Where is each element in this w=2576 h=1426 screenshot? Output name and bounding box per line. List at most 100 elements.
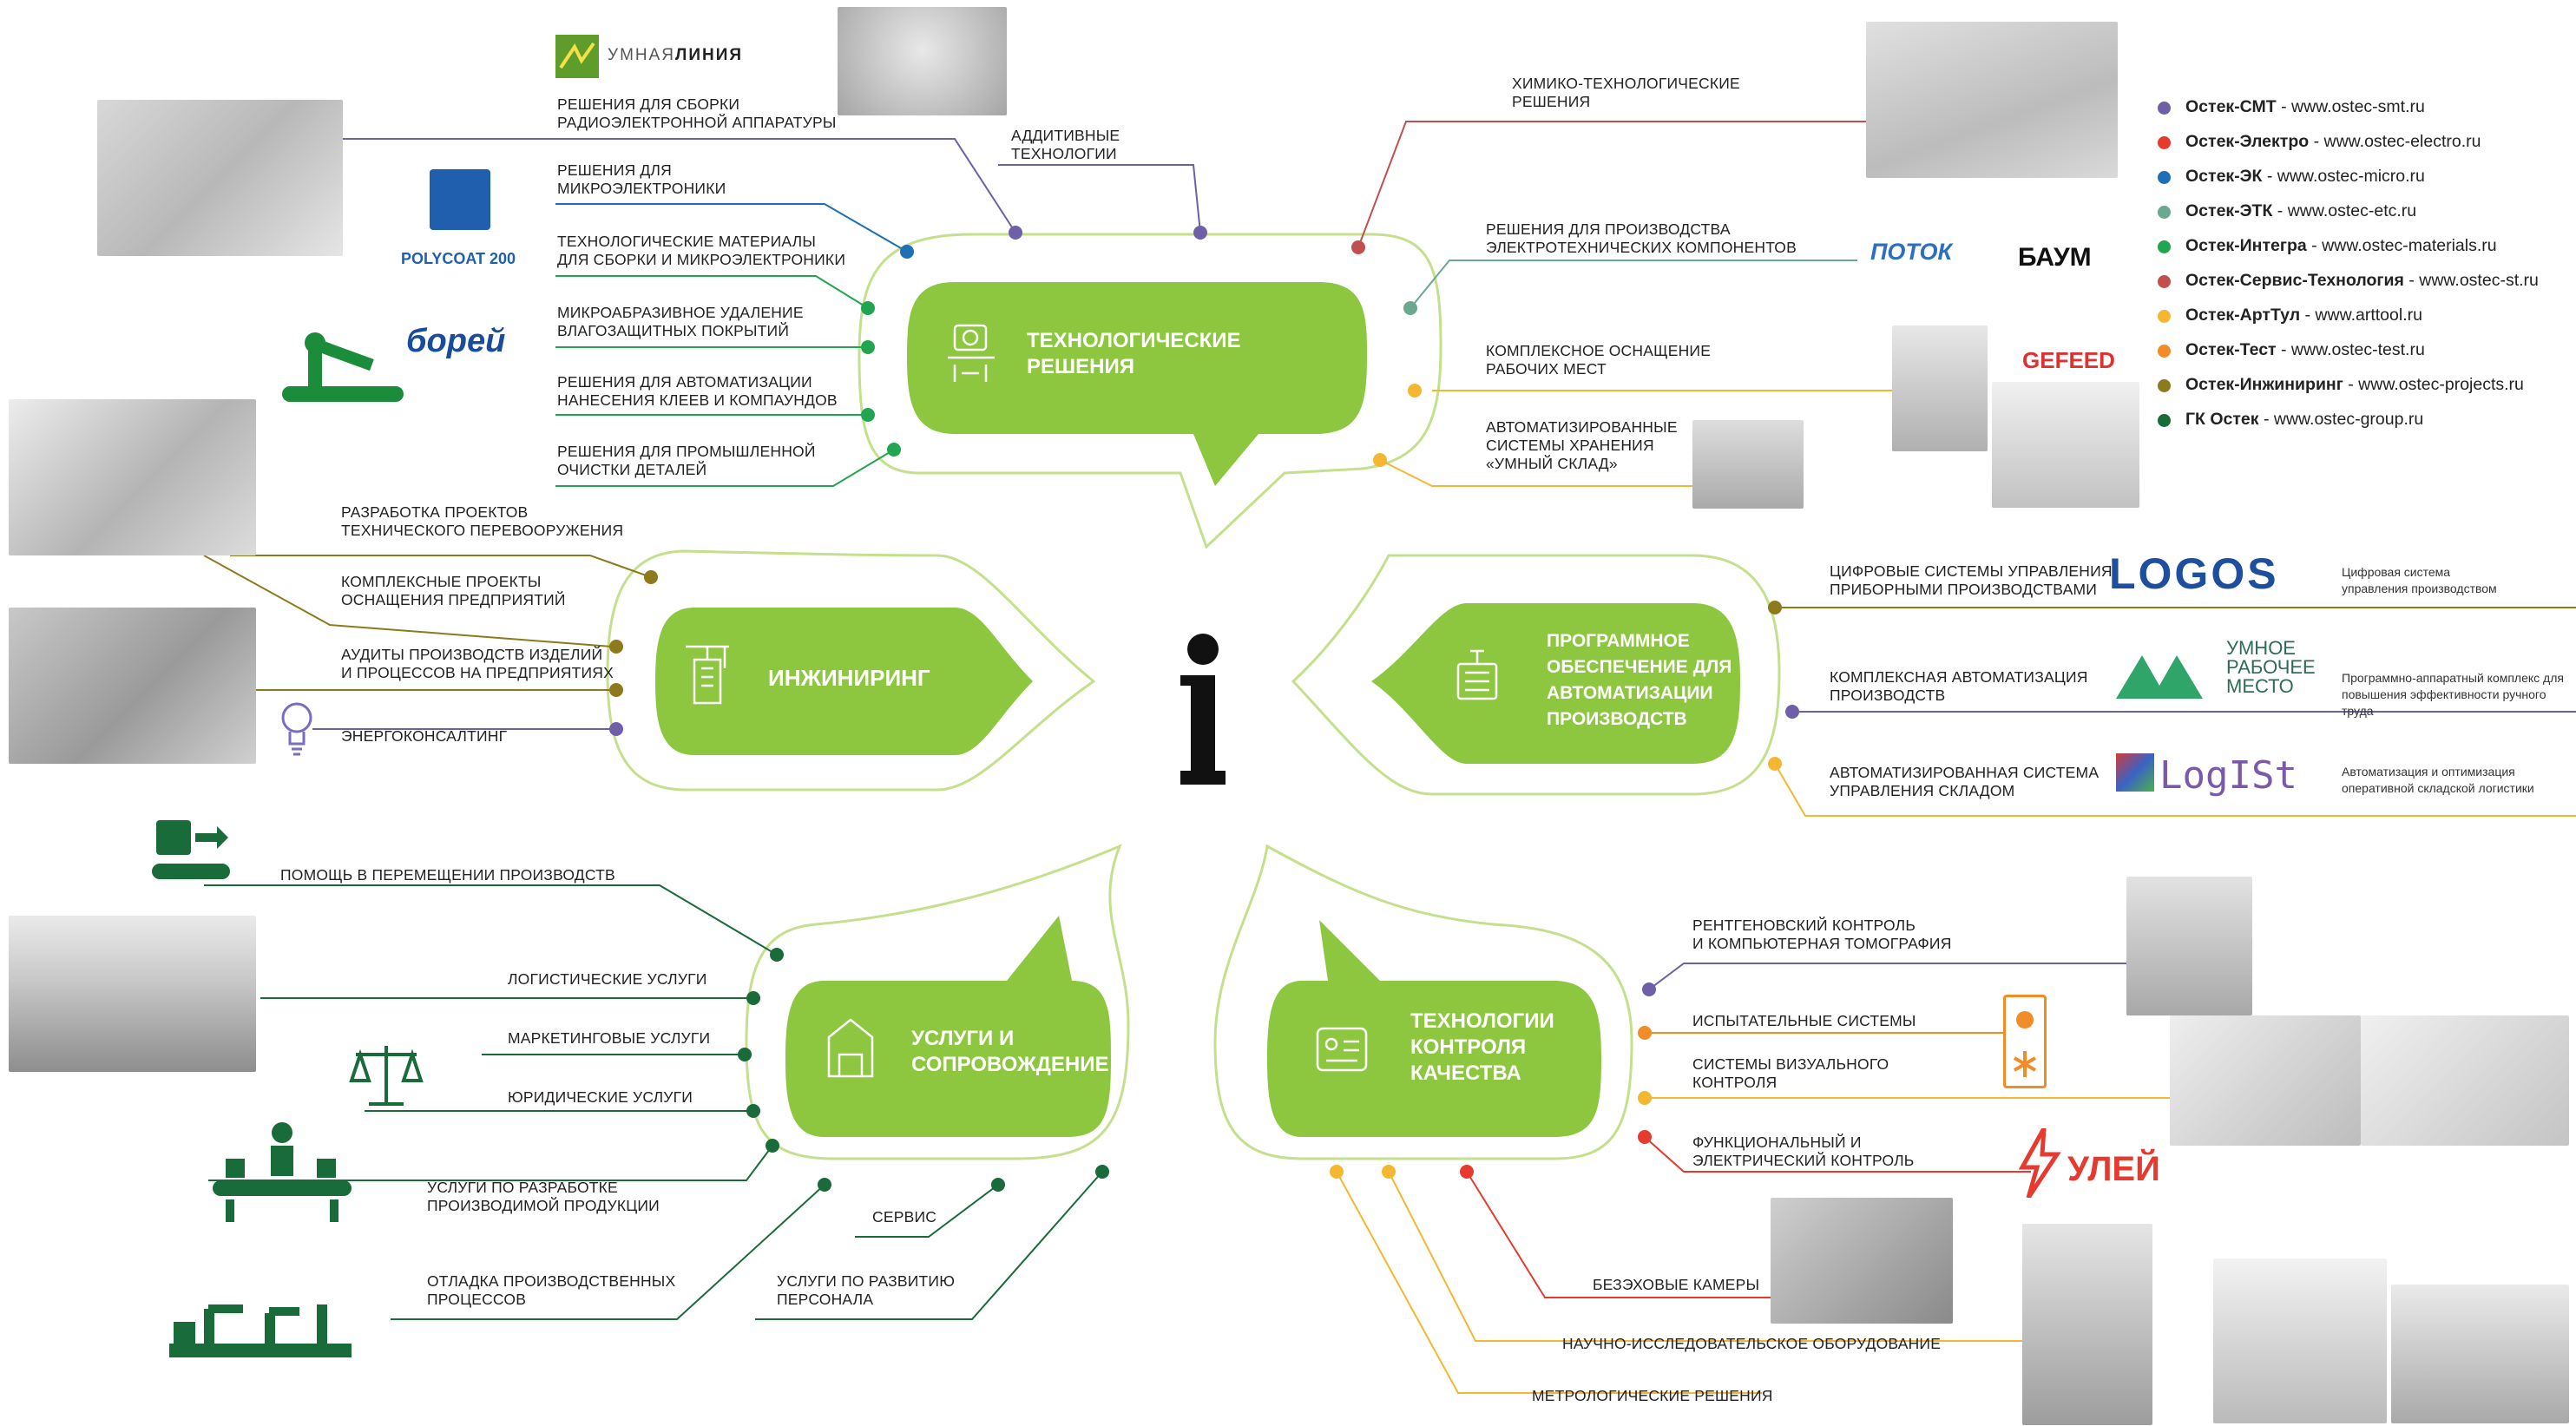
sun-snow-icon bbox=[2003, 995, 2047, 1088]
serv-item-label: УСЛУГИ ПО РАЗРАБОТКЕ ПРОИЗВОДИМОЙ ПРОДУК… bbox=[427, 1179, 660, 1214]
tech-item-label: РЕШЕНИЯ ДЛЯ АВТОМАТИЗАЦИИ НАНЕСЕНИЯ КЛЕЕ… bbox=[557, 373, 838, 409]
lightning-icon bbox=[2018, 1127, 2061, 1199]
tech-item-label: АДДИТИВНЫЕ ТЕХНОЛОГИИ bbox=[1011, 127, 1120, 162]
3d-printer-photo bbox=[838, 7, 1007, 115]
legend-dot-icon bbox=[2158, 310, 2171, 323]
soft-item-label: АВТОМАТИЗИРОВАННАЯ СИСТЕМА УПРАВЛЕНИЯ СК… bbox=[1830, 764, 2100, 799]
soft-item-label: ЦИФРОВЫЕ СИСТЕМЫ УПРАВЛЕНИЯ ПРИБОРНЫМИ П… bbox=[1830, 562, 2113, 598]
legend-dot-icon bbox=[2158, 171, 2171, 184]
legend-text[interactable]: Остек-ЭК - www.ostec-micro.ru bbox=[2185, 167, 2425, 186]
eng-bubble-outline bbox=[606, 549, 1096, 792]
legend-dot-icon bbox=[2158, 102, 2171, 115]
qc-hub-shape bbox=[1267, 920, 1601, 1137]
serv-item-label: ЮРИДИЧЕСКИЕ УСЛУГИ bbox=[508, 1088, 693, 1106]
soft-item-label: КОМПЛЕКСНАЯ АВТОМАТИЗАЦИЯ ПРОИЗВОДСТВ bbox=[1830, 668, 2088, 704]
qc-hub-title: ТЕХНОЛОГИИ КОНТРОЛЯ КАЧЕСТВА bbox=[1410, 1009, 1554, 1085]
serv-item-label: СЕРВИС bbox=[872, 1208, 937, 1226]
legend-dot-icon bbox=[2158, 206, 2171, 219]
serv-item-label: УСЛУГИ ПО РАЗВИТИЮ ПЕРСОНАЛА bbox=[777, 1272, 956, 1308]
logos-desc: Цифровая система управления производство… bbox=[2342, 565, 2497, 595]
eng-hub-shape bbox=[655, 608, 1033, 755]
visual-inspection-photo bbox=[2170, 1015, 2361, 1146]
tech-item-label: РЕШЕНИЯ ДЛЯ ПРОМЫШЛЕННОЙ ОЧИСТКИ ДЕТАЛЕЙ bbox=[557, 443, 816, 478]
logistics-photo bbox=[9, 916, 256, 1072]
potok-logo: ПОТОК bbox=[1870, 239, 1953, 265]
serv-hub-title: УСЛУГИ И СОПРОВОЖДЕНИЕ bbox=[911, 1027, 1109, 1076]
tech-item-label: КОМПЛЕКСНОЕ ОСНАЩЕНИЕ РАБОЧИХ МЕСТ bbox=[1486, 342, 1712, 378]
legend-text[interactable]: Остек-Инжиниринг - www.ostec-projects.ru bbox=[2185, 375, 2524, 394]
anechoic-photo bbox=[1771, 1198, 1953, 1324]
robot-arm-icon bbox=[282, 325, 404, 412]
serv-item-label: ЛОГИСТИЧЕСКИЕ УСЛУГИ bbox=[508, 970, 707, 988]
gefeed-logo: GEFEED bbox=[2022, 347, 2115, 373]
production-line-icon bbox=[208, 1120, 356, 1224]
logist-logo: LogISt bbox=[2159, 753, 2297, 798]
soft-bubble-outline bbox=[1291, 554, 1781, 796]
legend-text[interactable]: Остек-Тест - www.ostec-test.ru bbox=[2185, 340, 2425, 359]
umnaya-liniya-icon bbox=[555, 35, 599, 78]
uley-logo: УЛЕЙ bbox=[2067, 1150, 2160, 1188]
tech-item-label: РЕШЕНИЯ ДЛЯ ПРОИЗВОДСТВА ЭЛЕКТРОТЕХНИЧЕС… bbox=[1486, 220, 1797, 256]
urm-icon bbox=[2116, 647, 2203, 699]
eng-hub-title: ИНЖИНИРИНГ bbox=[768, 665, 930, 691]
workbench-photo bbox=[1892, 325, 1988, 451]
qc-item-label: МЕТРОЛОГИЧЕСКИЕ РЕШЕНИЯ bbox=[1532, 1387, 1773, 1404]
legend-text[interactable]: ГК Остек - www.ostec-group.ru bbox=[2185, 410, 2424, 429]
umnaya-liniya-logo: УМНАЯЛИНИЯ bbox=[608, 46, 744, 64]
urm-desc: Программно-аппаратный комплекс для повыш… bbox=[2342, 671, 2564, 718]
qc-item-label: НАУЧНО-ИССЛЕДОВАТЕЛЬСКОЕ ОБОРУДОВАНИЕ bbox=[1562, 1335, 1942, 1352]
serv-item-label: МАРКЕТИНГОВЫЕ УСЛУГИ bbox=[508, 1029, 711, 1047]
legend-text[interactable]: Остек-СМТ - www.ostec-smt.ru bbox=[2185, 97, 2425, 116]
serv-item-label: ПОМОЩЬ В ПЕРЕМЕЩЕНИИ ПРОИЗВОДСТВ bbox=[280, 866, 615, 884]
info-symbol bbox=[1180, 634, 1226, 785]
legend-dot-icon bbox=[2158, 240, 2171, 253]
legend-dot-icon bbox=[2158, 414, 2171, 427]
tech-hub-title: ТЕХНОЛОГИЧЕСКИЕ РЕШЕНИЯ bbox=[1027, 329, 1241, 378]
robots-icon bbox=[169, 1291, 352, 1361]
polycoat-logo: POLYCOAT 200 bbox=[401, 250, 516, 267]
baum-logo: БАУМ bbox=[2018, 243, 2092, 272]
smart-storage-photo bbox=[1692, 420, 1804, 509]
legend-dot-icon bbox=[2158, 345, 2171, 358]
borey-logo: борей bbox=[406, 323, 506, 359]
qc-hub-icon bbox=[1316, 1027, 1368, 1072]
chemical-line-photo bbox=[1866, 22, 2118, 178]
lightbulb-icon bbox=[279, 699, 314, 761]
relocation-icon bbox=[152, 816, 230, 881]
logist-desc: Автоматизация и оптимизация оперативной … bbox=[2342, 765, 2534, 795]
soft-hub-title: ПРОГРАММНОЕ ОБЕСПЕЧЕНИЕ ДЛЯ АВТОМАТИЗАЦИ… bbox=[1547, 631, 1732, 729]
microscope-photo bbox=[2361, 1015, 2569, 1146]
logist-cube-icon bbox=[2116, 753, 2154, 792]
qc-item-label: ФУНКЦИОНАЛЬНЫЙ И ЭЛЕКТРИЧЕСКИЙ КОНТРОЛЬ bbox=[1692, 1134, 1915, 1169]
tech-hub-icon bbox=[948, 324, 995, 382]
legend-text[interactable]: Остек-АртТул - www.arttool.ru bbox=[2185, 306, 2422, 325]
chip-icon bbox=[430, 169, 490, 230]
qc-bubble-outline bbox=[1213, 844, 1633, 1160]
serv-hub-shape bbox=[785, 916, 1111, 1137]
factory-photo bbox=[9, 399, 256, 555]
legend-text[interactable]: Остек-ЭТК - www.ostec-etc.ru bbox=[2185, 201, 2417, 220]
tech-item-label: АВТОМАТИЗИРОВАННЫЕ СИСТЕМЫ ХРАНЕНИЯ «УМН… bbox=[1486, 418, 1678, 472]
smt-line-photo bbox=[97, 100, 343, 256]
xray-photo bbox=[2126, 877, 2252, 1015]
eng-item-label: ЭНЕРГОКОНСАЛТИНГ bbox=[341, 727, 508, 745]
legend-text[interactable]: Остек-Интегра - www.ostec-materials.ru bbox=[2185, 236, 2497, 255]
legend-text[interactable]: Остек-Сервис-Технология - www.ostec-st.r… bbox=[2185, 271, 2539, 290]
legend-dot-icon bbox=[2158, 136, 2171, 149]
scales-icon bbox=[347, 1042, 425, 1111]
research-equipment-photo bbox=[2022, 1224, 2152, 1425]
eng-item-label: АУДИТЫ ПРОИЗВОДСТВ ИЗДЕЛИЙ И ПРОЦЕССОВ Н… bbox=[341, 646, 614, 681]
eng-item-label: РАЗРАБОТКА ПРОЕКТОВ ТЕХНИЧЕСКОГО ПЕРЕВОО… bbox=[341, 503, 624, 539]
legend-dot-icon bbox=[2158, 275, 2171, 288]
tech-hub-shape bbox=[907, 282, 1367, 486]
qc-item-label: БЕЗЭХОВЫЕ КАМЕРЫ bbox=[1593, 1276, 1760, 1293]
eng-item-label: КОМПЛЕКСНЫЕ ПРОЕКТЫ ОСНАЩЕНИЯ ПРЕДПРИЯТИ… bbox=[341, 573, 566, 608]
logos-logo: LOGOS bbox=[2109, 549, 2279, 598]
tech-item-label: ТЕХНОЛОГИЧЕСКИЕ МАТЕРИАЛЫ ДЛЯ СБОРКИ И М… bbox=[557, 233, 846, 268]
urm-logo: УМНОЕ РАБОЧЕЕ МЕСТО bbox=[2226, 637, 2316, 697]
legend-text[interactable]: Остек-Электро - www.ostec-electro.ru bbox=[2185, 132, 2481, 151]
tech-bubble-outline bbox=[858, 233, 1442, 549]
qc-item-label: СИСТЕМЫ ВИЗУАЛЬНОГО КОНТРОЛЯ bbox=[1692, 1055, 1889, 1091]
